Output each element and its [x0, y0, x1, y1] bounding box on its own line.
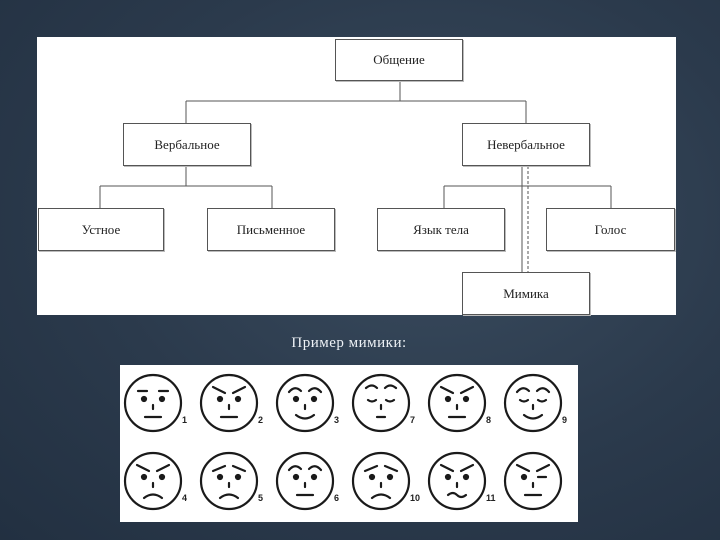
caption-mimicry-example: Пример мимики:	[291, 335, 407, 351]
face-icon	[427, 373, 487, 433]
face-icon	[503, 451, 563, 511]
face-drawing: 6	[272, 443, 348, 521]
face-icon	[123, 451, 183, 511]
face-number-label: 3	[334, 415, 340, 425]
face-drawing	[500, 443, 576, 521]
face-number-label: 9	[562, 415, 568, 425]
face-number-label: 8	[486, 415, 492, 425]
node-written: Письменное	[207, 208, 335, 251]
face-icon	[503, 373, 563, 433]
node-mimicry: Мимика	[462, 272, 590, 315]
node-body-language: Язык тела	[377, 208, 505, 251]
face-icon	[123, 373, 183, 433]
face-drawing: 9	[500, 365, 576, 443]
face-icon	[427, 451, 487, 511]
face-icon	[275, 451, 335, 511]
face-number-label: 5	[258, 493, 264, 503]
node-oral: Устное	[38, 208, 164, 251]
face-number-label: 4	[182, 493, 188, 503]
facial-expressions-panel: 1 2 3 7 8 9 4 5 6 10 11	[120, 365, 578, 522]
node-nonverbal: Невербальное	[462, 123, 590, 166]
face-drawing: 8	[424, 365, 500, 443]
face-icon	[199, 451, 259, 511]
diagram-connectors	[99, 81, 612, 272]
face-drawing: 3	[272, 365, 348, 443]
face-number-label: 6	[334, 493, 340, 503]
face-drawing: 7	[348, 365, 424, 443]
face-drawing: 11	[424, 443, 500, 521]
face-drawing: 10	[348, 443, 424, 521]
face-number-label: 10	[410, 493, 421, 503]
face-number-label: 7	[410, 415, 416, 425]
face-icon	[275, 373, 335, 433]
face-drawing: 4	[120, 443, 196, 521]
face-drawing: 5	[196, 443, 272, 521]
node-verbal: Вербальное	[123, 123, 251, 166]
face-drawing: 1	[120, 365, 196, 443]
face-drawing: 2	[196, 365, 272, 443]
face-number-label: 2	[258, 415, 264, 425]
face-icon	[199, 373, 259, 433]
face-icon	[351, 451, 411, 511]
face-icon	[351, 373, 411, 433]
node-communication: Общение	[335, 39, 463, 81]
communication-diagram: Общение Вербальное Невербальное Устное П…	[37, 37, 676, 315]
node-voice: Голос	[546, 208, 675, 251]
face-number-label: 11	[486, 493, 496, 503]
face-number-label: 1	[182, 415, 188, 425]
